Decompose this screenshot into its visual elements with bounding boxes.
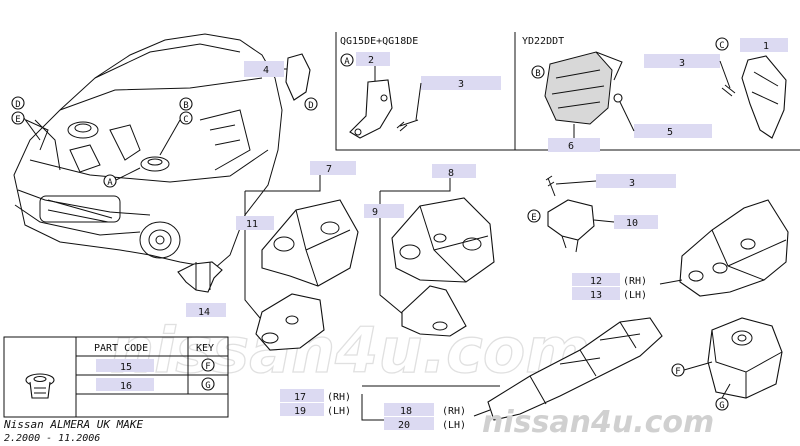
callout-3-qg: 3 xyxy=(458,79,464,90)
callout-18-rh: (RH) xyxy=(442,406,466,417)
svg-text:C: C xyxy=(183,115,188,125)
svg-text:C: C xyxy=(719,41,724,51)
svg-text:E: E xyxy=(15,115,20,125)
model-label: Nissan ALMERA UK MAKE xyxy=(3,418,143,431)
svg-text:D: D xyxy=(15,100,20,110)
callout-12: 12 xyxy=(590,276,602,287)
table-header-key: KEY xyxy=(196,343,214,354)
part-code-table: PART CODE KEY 15 F 16 G xyxy=(3,336,229,418)
svg-text:A: A xyxy=(344,57,350,67)
callout-9: 9 xyxy=(372,207,378,218)
callout-18: 18 xyxy=(400,406,412,417)
callout-13: 13 xyxy=(590,290,602,301)
mount-pad xyxy=(707,317,783,399)
callout-5: 5 xyxy=(667,127,673,138)
callout-7: 7 xyxy=(326,164,332,175)
part-10-bracket xyxy=(547,199,595,241)
callout-13-lh: (LH) xyxy=(623,290,647,301)
part-11-panel xyxy=(261,199,359,287)
part-9-panel xyxy=(391,197,495,283)
table-row-code: 15 xyxy=(120,362,132,373)
part-2-bracket xyxy=(349,79,393,139)
callout-17-rh: (RH) xyxy=(327,392,351,403)
callout-3-yd: 3 xyxy=(679,58,685,69)
table-row-key: G xyxy=(205,381,210,391)
callout-19-lh: (LH) xyxy=(327,406,351,417)
callout-4: 4 xyxy=(263,65,269,76)
callout-14: 14 xyxy=(198,307,210,318)
part-11-lower xyxy=(255,293,325,351)
callout-19: 19 xyxy=(294,406,306,417)
callout-6: 6 xyxy=(568,141,574,152)
svg-text:G: G xyxy=(719,401,724,411)
table-row-key: F xyxy=(205,362,210,372)
part-17-20-member xyxy=(487,317,663,421)
watermark-center: nissan4u.com xyxy=(110,314,590,387)
callout-17: 17 xyxy=(294,392,306,403)
clip-icon xyxy=(25,373,55,399)
callout-1: 1 xyxy=(763,41,769,52)
svg-text:B: B xyxy=(535,69,540,79)
part-12-13-member xyxy=(679,199,789,297)
part-4-bracket xyxy=(285,53,311,101)
table-row-code: 16 xyxy=(120,381,132,392)
watermark-corner: nissan4u.com xyxy=(482,405,714,440)
callout-20: 20 xyxy=(398,420,410,431)
engine-label-yd: YD22DDT xyxy=(522,36,564,47)
callout-2: 2 xyxy=(368,55,374,66)
part-14-bracket xyxy=(177,261,223,293)
callout-12-rh: (RH) xyxy=(623,276,647,287)
svg-text:B: B xyxy=(183,101,188,111)
engine-label-qg: QG15DE+QG18DE xyxy=(340,36,418,47)
svg-text:A: A xyxy=(107,178,113,188)
callout-3-lower: 3 xyxy=(629,178,635,189)
table-header-part-code: PART CODE xyxy=(94,343,148,354)
period-label: 2.2000 - 11.2006 xyxy=(4,433,100,444)
part-9-lower xyxy=(401,285,467,337)
car-illustration xyxy=(13,33,283,269)
callout-10: 10 xyxy=(626,218,638,229)
svg-text:E: E xyxy=(531,213,536,223)
callout-8: 8 xyxy=(448,168,454,179)
svg-text:D: D xyxy=(308,101,313,111)
svg-text:F: F xyxy=(675,367,680,377)
car-keys: D E B C A xyxy=(11,96,193,188)
callout-20-lh: (LH) xyxy=(442,420,466,431)
part-6-mount xyxy=(544,51,613,125)
callout-11: 11 xyxy=(246,219,258,230)
